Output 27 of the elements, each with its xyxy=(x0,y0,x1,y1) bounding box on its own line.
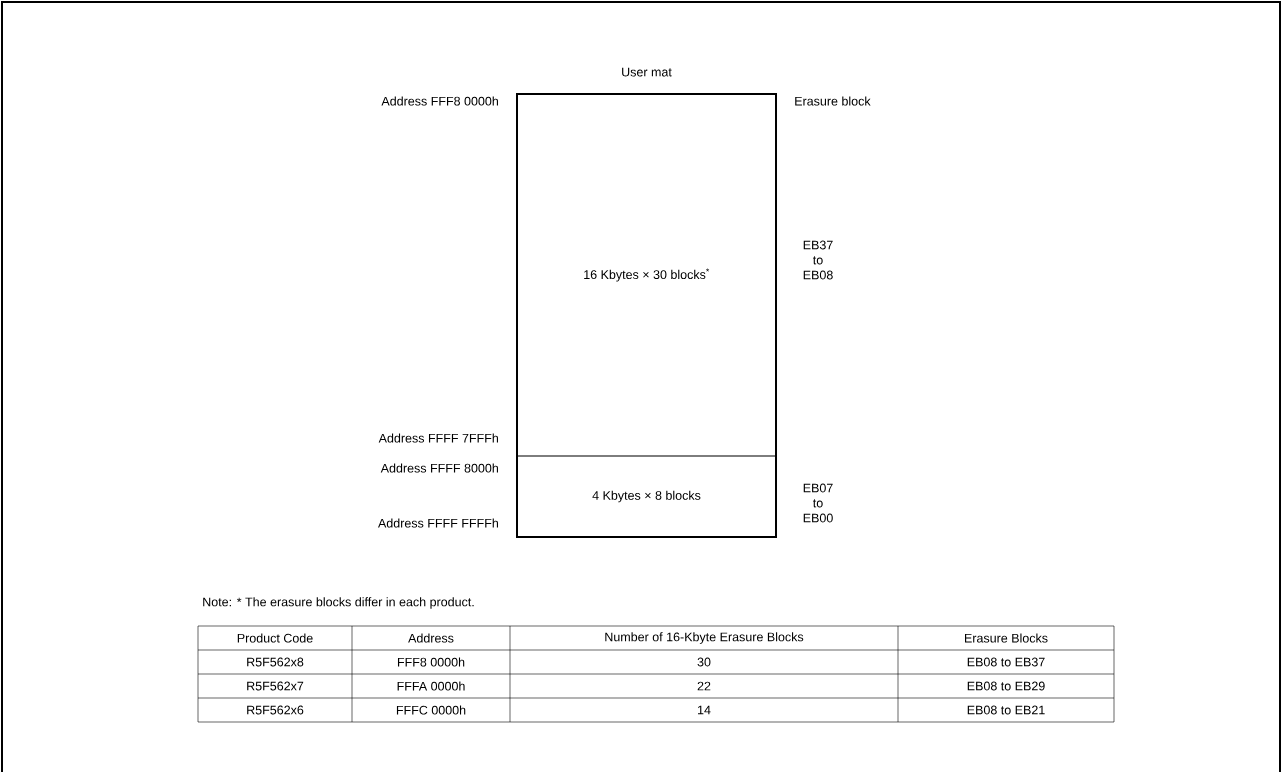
column-header: Address xyxy=(408,633,454,643)
column-header: Product Code xyxy=(237,633,313,643)
table-entry: EB08 to EB37 xyxy=(967,657,1045,667)
table-entry: EB08 to EB21 xyxy=(967,705,1045,715)
address-label: Address FFFF FFFFh xyxy=(378,518,498,528)
column-header: Erasure Blocks xyxy=(965,633,1048,643)
block-range: EB07 to EB00 xyxy=(803,483,833,523)
table-entry: R5F562x6 xyxy=(247,705,304,715)
table-entry: 22 xyxy=(697,681,711,691)
memory-block: 16 Kbytes × 30 blocks$^{*}$ xyxy=(516,93,777,457)
table-entry: 30 xyxy=(697,657,711,667)
table-entry: FFFA 0000h xyxy=(397,681,465,691)
table-entry: EB08 to EB29 xyxy=(967,681,1045,691)
column-heading: Erasure block xyxy=(795,96,871,106)
table-entry: R5F562x7 xyxy=(247,681,304,691)
memory-block: 4 Kbytes × 8 blocks xyxy=(516,455,777,538)
column-header: Number of 16-Kbyte Erasure Blocks xyxy=(605,632,804,644)
table-entry: R5F562x8 xyxy=(247,657,304,667)
address-label: Address FFFF 7FFFh xyxy=(378,433,498,443)
note-text: Note: * The erasure blocks differ in each product. xyxy=(203,597,474,609)
address-label: Address FFFF 8000h xyxy=(380,463,498,473)
node-label: User mat xyxy=(622,67,672,77)
address-label: Address FFF8 0000h xyxy=(381,96,498,106)
block-range: EB37 to EB08 xyxy=(803,240,833,280)
table-entry: FFFC 0000h xyxy=(396,705,466,715)
table-entry: FFF8 0000h xyxy=(398,657,465,667)
table-entry: 14 xyxy=(698,705,711,715)
